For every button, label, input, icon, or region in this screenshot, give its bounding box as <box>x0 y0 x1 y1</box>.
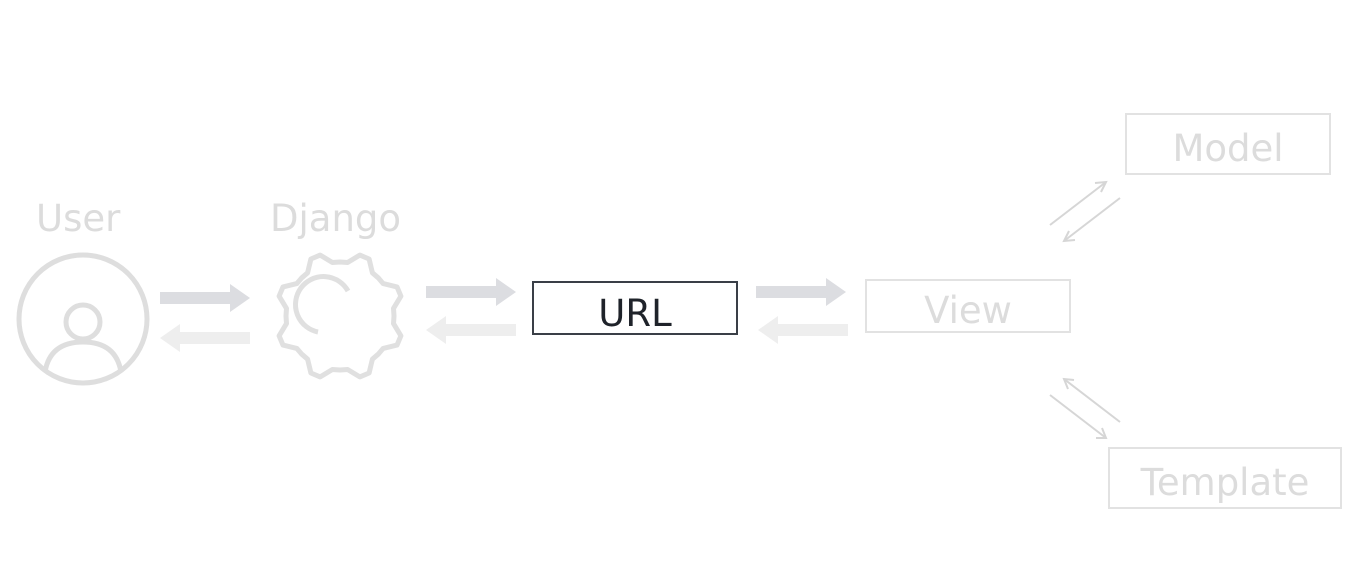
arrow-django-to-url <box>426 278 516 306</box>
view-box: View <box>865 279 1071 333</box>
arrows-view-template <box>1049 377 1121 439</box>
template-label: Template <box>1140 460 1310 504</box>
user-label: User <box>36 197 121 240</box>
arrow-user-to-django <box>160 284 250 312</box>
model-box: Model <box>1125 113 1331 175</box>
arrow-django-to-user <box>160 324 250 352</box>
gear-icon <box>276 252 404 380</box>
arrow-view-to-url <box>758 316 848 344</box>
url-box: URL <box>532 281 738 335</box>
arrow-url-to-view <box>756 278 846 306</box>
arrows-view-model <box>1049 180 1121 243</box>
url-label: URL <box>598 291 672 335</box>
model-label: Model <box>1172 126 1284 170</box>
view-label: View <box>924 288 1012 332</box>
template-box: Template <box>1108 447 1342 509</box>
user-avatar-icon <box>16 252 150 386</box>
arrow-url-to-django <box>426 316 516 344</box>
django-label: Django <box>270 197 402 240</box>
